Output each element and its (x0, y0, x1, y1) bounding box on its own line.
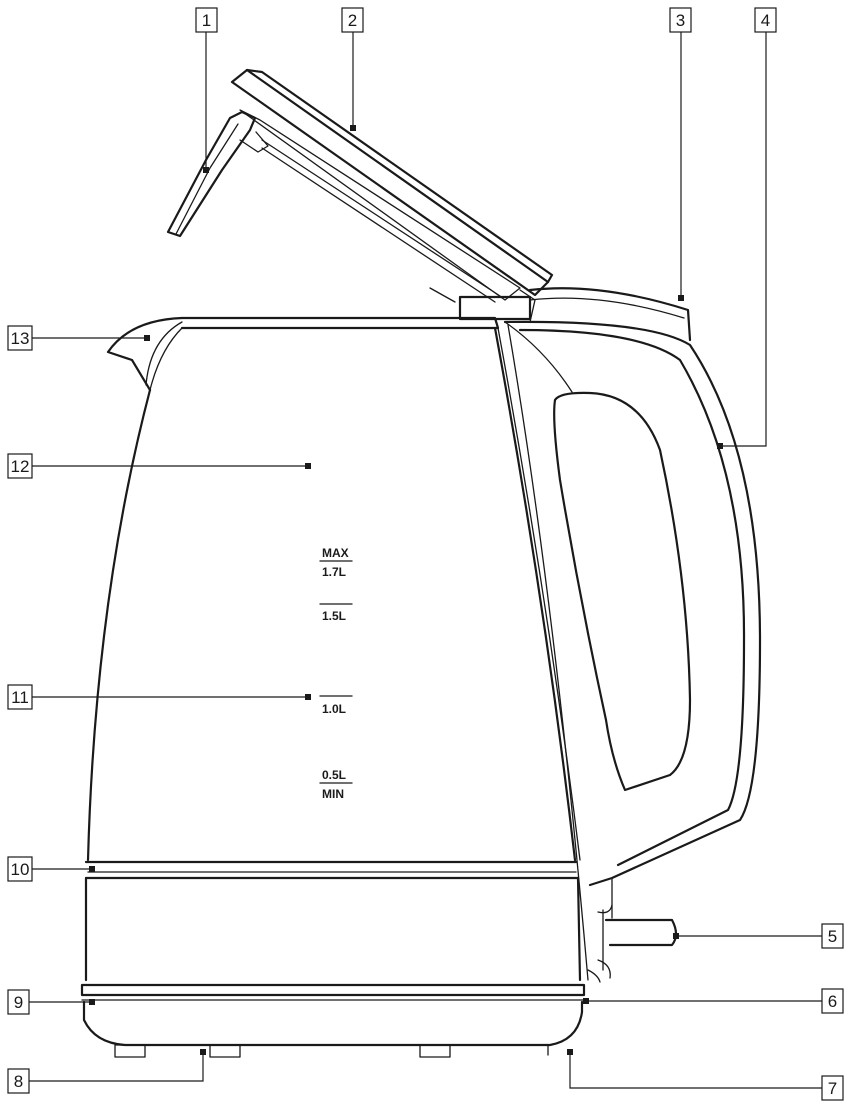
callout-5: 5 (673, 923, 844, 949)
callout-label-6: 6 (828, 992, 837, 1011)
callout-3: 3 (669, 7, 692, 301)
mark-1-5: 1.5L (322, 609, 346, 623)
callout-13: 13 (7, 325, 150, 351)
callout-label-4: 4 (761, 11, 770, 30)
handle (503, 320, 762, 919)
water-level-scale: MAX 1.7L 1.5L 1.0L 0.5L MIN (319, 546, 353, 801)
mark-0-5: 0.5L (322, 768, 346, 782)
callout-label-12: 12 (11, 457, 30, 476)
callout-label-13: 13 (11, 329, 30, 348)
kettle-body (84, 316, 589, 982)
callout-6: 6 (583, 988, 844, 1014)
callout-label-8: 8 (14, 1072, 23, 1091)
callout-4: 4 (717, 7, 777, 449)
callout-2: 2 (341, 7, 364, 131)
callout-7: 7 (567, 1049, 844, 1101)
handle-top (528, 287, 692, 342)
callout-label-7: 7 (828, 1079, 837, 1098)
callout-label-9: 9 (14, 993, 23, 1012)
callouts: 1 2 3 4 5 (7, 7, 844, 1101)
callout-9: 9 (7, 989, 95, 1015)
lid-release-clip (166, 110, 269, 238)
lid (230, 68, 554, 323)
mark-1-7: 1.7L (322, 565, 346, 579)
callout-10: 10 (7, 856, 95, 882)
kettle-illustration: MAX 1.7L 1.5L 1.0L 0.5L MIN (80, 68, 762, 1058)
callout-1: 1 (195, 7, 218, 173)
callout-label-11: 11 (11, 688, 29, 707)
power-switch (587, 904, 678, 983)
mark-1-0: 1.0L (322, 702, 346, 716)
callout-label-2: 2 (348, 11, 357, 30)
mark-min: MIN (322, 787, 344, 801)
base (80, 983, 586, 1058)
callout-12: 12 (7, 453, 311, 479)
mark-max: MAX (322, 546, 349, 560)
callout-8: 8 (7, 1049, 206, 1094)
callout-label-10: 10 (11, 860, 30, 879)
callout-11: 11 (7, 684, 311, 710)
callout-label-3: 3 (676, 11, 685, 30)
callout-label-1: 1 (202, 11, 211, 30)
callout-label-5: 5 (828, 927, 837, 946)
